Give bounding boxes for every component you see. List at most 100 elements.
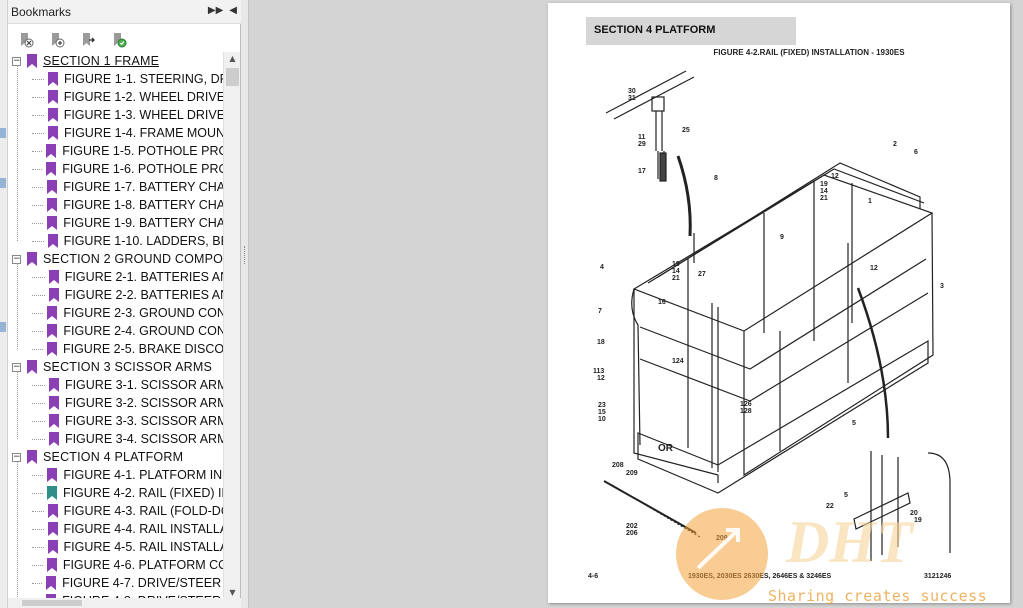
bookmark-label: FIGURE 1-3. WHEEL DRIVE AND xyxy=(63,108,223,122)
bookmark-label: FIGURE 1-7. BATTERY CHARGER xyxy=(63,180,223,194)
callout-label: 4 xyxy=(600,264,604,271)
bookmark-section[interactable]: − SECTION 1 FRAME xyxy=(8,52,223,70)
new-bookmark-button[interactable] xyxy=(47,30,67,50)
callout-label: 19 xyxy=(672,261,680,268)
bookmark-item[interactable]: FIGURE 4-4. RAIL INSTALLATION xyxy=(8,520,223,538)
collapse-toggle-icon[interactable]: − xyxy=(12,451,21,462)
callout-label: 31 xyxy=(628,95,636,102)
bookmark-tree: − SECTION 1 FRAME FIGURE 1-1. STEERING, DR… xyxy=(8,52,223,600)
delete-bookmark-icon xyxy=(21,33,34,48)
bookmark-label: FIGURE 2-2. BATTERIES AND xyxy=(64,288,223,302)
bookmark-item[interactable]: FIGURE 1-5. POTHOLE PROTECTION xyxy=(8,142,223,160)
collapse-toggle-icon[interactable]: − xyxy=(12,253,21,264)
bookmark-item[interactable]: FIGURE 2-3. GROUND CONTROL xyxy=(8,304,223,322)
bookmark-item[interactable]: FIGURE 4-6. PLATFORM CONTROL xyxy=(8,556,223,574)
bookmark-item[interactable]: FIGURE 1-4. FRAME MOUNTED xyxy=(8,124,223,142)
bookmark-section[interactable]: − SECTION 3 SCISSOR ARMS xyxy=(8,358,223,376)
collapse-toggle-icon[interactable]: − xyxy=(12,55,21,66)
bookmark-item[interactable]: FIGURE 3-2. SCISSOR ARMS xyxy=(8,394,223,412)
bookmark-item[interactable]: FIGURE 4-7. DRIVE/STEER CONTROL xyxy=(8,574,223,592)
footer-part-number: 3121246 xyxy=(924,573,952,580)
callout-label: 209 xyxy=(626,470,638,477)
bookmark-item[interactable]: FIGURE 3-3. SCISSOR ARMS xyxy=(8,412,223,430)
page-thumbnail-icon[interactable] xyxy=(0,178,6,188)
bookmark-icon xyxy=(46,558,57,572)
bookmark-item[interactable]: FIGURE 4-2. RAIL (FIXED) INSTALL xyxy=(8,484,223,502)
bookmark-item[interactable]: FIGURE 2-2. BATTERIES AND xyxy=(8,286,223,304)
bookmark-label: FIGURE 3-2. SCISSOR ARMS xyxy=(64,396,223,410)
callout-label: 30 xyxy=(628,88,636,95)
bookmark-icon xyxy=(47,540,58,554)
tree-connector xyxy=(32,420,45,422)
splitter-grip[interactable] xyxy=(244,246,246,264)
footer-models: 1930ES, 2030ES 2630ES, 2646ES & 3246ES xyxy=(688,573,832,580)
bookmark-icon xyxy=(46,576,57,590)
hscroll-thumb[interactable] xyxy=(22,600,82,606)
scroll-thumb[interactable] xyxy=(226,68,239,86)
expand-bookmark-button[interactable] xyxy=(78,30,98,50)
bookmark-section[interactable]: −SECTION 2 GROUND COMPONENTS xyxy=(8,250,223,268)
bookmark-item[interactable]: FIGURE 1-7. BATTERY CHARGER xyxy=(8,178,223,196)
bookmark-item[interactable]: FIGURE 2-4. GROUND CONTROL xyxy=(8,322,223,340)
bookmark-item[interactable]: FIGURE 1-10. LADDERS, BEAMS xyxy=(8,232,223,250)
callout-label: 20 xyxy=(910,510,918,517)
goto-bookmark-button[interactable] xyxy=(109,30,129,50)
bookmark-item[interactable]: FIGURE 1-1. STEERING, DRIVE xyxy=(8,70,223,88)
scroll-down-arrow-icon[interactable]: ▼ xyxy=(229,588,236,597)
layers-icon[interactable] xyxy=(0,322,6,332)
bookmark-item[interactable]: FIGURE 4-3. RAIL (FOLD-DOWN) xyxy=(8,502,223,520)
callout-label: 27 xyxy=(698,271,706,278)
navigation-strip[interactable] xyxy=(0,0,8,608)
bookmark-icon xyxy=(47,126,58,140)
bookmark-item[interactable]: FIGURE 2-1. BATTERIES AND xyxy=(8,268,223,286)
drawing-linework xyxy=(603,70,951,561)
tree-connector xyxy=(32,528,44,530)
attachment-icon[interactable] xyxy=(0,128,6,138)
callout-label: 17 xyxy=(638,168,646,175)
bookmark-item[interactable]: FIGURE 1-2. WHEEL DRIVE AND xyxy=(8,88,223,106)
bookmark-item[interactable]: FIGURE 1-3. WHEEL DRIVE AND xyxy=(8,106,223,124)
bookmark-item[interactable]: FIGURE 3-1. SCISSOR ARMS xyxy=(8,376,223,394)
bookmark-icon xyxy=(47,198,58,212)
callout-label: 23 xyxy=(598,402,606,409)
collapse-toggle-icon[interactable]: − xyxy=(12,361,21,372)
expand-panel-button[interactable]: ▶▶ xyxy=(207,5,224,16)
bookmark-label: SECTION 4 PLATFORM xyxy=(43,450,184,464)
tree-connector xyxy=(32,276,45,278)
bookmark-label: FIGURE 3-3. SCISSOR ARMS xyxy=(64,414,223,428)
bookmark-label: FIGURE 1-9. BATTERY CHARGER xyxy=(63,216,223,230)
tree-connector xyxy=(32,546,44,548)
bookmark-item[interactable]: FIGURE 1-6. POTHOLE PROTECTION xyxy=(8,160,223,178)
callout-label: 22 xyxy=(826,503,834,510)
bookmark-section[interactable]: − SECTION 4 PLATFORM xyxy=(8,448,223,466)
callout-label: 12 xyxy=(831,173,839,180)
collapse-panel-button[interactable]: ◀ xyxy=(229,5,237,16)
bookmark-icon xyxy=(27,450,37,464)
bookmark-item[interactable]: FIGURE 1-8. BATTERY CHARGER xyxy=(8,196,223,214)
pane-splitter[interactable] xyxy=(241,0,249,608)
callout-label: 6 xyxy=(914,149,918,156)
tree-vertical-connector xyxy=(17,65,18,241)
bookmark-item[interactable]: FIGURE 4-1. PLATFORM INSTALL xyxy=(8,466,223,484)
callout-label: 3 xyxy=(940,283,944,290)
bookmark-label: SECTION 3 SCISSOR ARMS xyxy=(43,360,213,374)
callout-label: 209 xyxy=(716,535,728,542)
bookmark-icon xyxy=(47,216,58,230)
bookmark-item[interactable]: FIGURE 3-4. SCISSOR ARMS xyxy=(8,430,223,448)
bookmarks-vertical-scrollbar[interactable]: ▲ ▼ xyxy=(223,52,240,600)
bookmark-icon xyxy=(48,432,59,446)
delete-bookmark-button[interactable] xyxy=(16,30,36,50)
callout-label: 126 xyxy=(740,401,752,408)
bookmark-label: FIGURE 4-6. PLATFORM CONTROL xyxy=(62,558,223,572)
bookmark-item[interactable]: FIGURE 2-5. BRAKE DISCONNECT xyxy=(8,340,223,358)
tree-connector xyxy=(32,186,44,188)
bookmark-item[interactable]: FIGURE 1-9. BATTERY CHARGER xyxy=(8,214,223,232)
tree-connector xyxy=(32,132,44,134)
callout-label: 128 xyxy=(740,408,752,415)
scroll-up-arrow-icon[interactable]: ▲ xyxy=(229,54,236,63)
bookmark-icon xyxy=(47,468,58,482)
bookmark-item[interactable]: FIGURE 4-5. RAIL INSTALLATION xyxy=(8,538,223,556)
bookmark-label: SECTION 1 FRAME xyxy=(43,54,160,68)
bookmark-label: FIGURE 1-5. POTHOLE PROTECTION xyxy=(62,144,223,158)
bookmarks-horizontal-scrollbar[interactable] xyxy=(8,598,241,608)
